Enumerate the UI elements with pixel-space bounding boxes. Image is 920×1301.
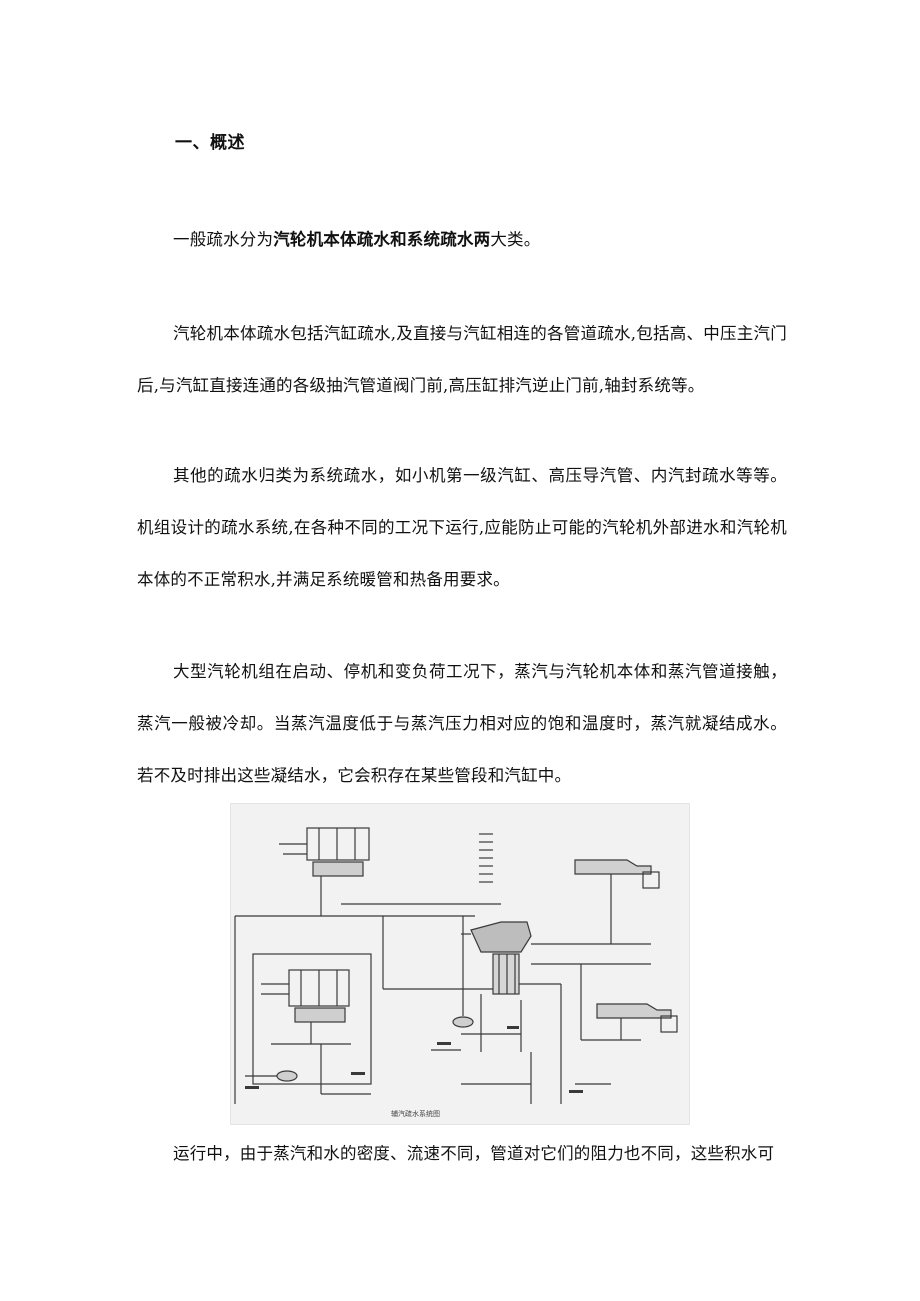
upper-left-unit-frame <box>306 827 370 861</box>
upper-left-unit-body <box>312 861 364 877</box>
lower-left-frame <box>252 953 372 1085</box>
drain-system-diagram: 辅汽疏水系统图 <box>230 803 690 1125</box>
mid-right-unit <box>596 1003 672 1019</box>
diagram-caption: 辅汽疏水系统图 <box>391 1109 440 1118</box>
paragraph-1-start: 一般疏水分为 <box>173 230 274 249</box>
paragraph-1: 一般疏水分为汽轮机本体疏水和系统疏水两大类。 <box>137 214 787 266</box>
paragraph-1-emphasis: 汽轮机本体疏水和系统疏水两 <box>273 230 491 249</box>
paragraph-4: 大型汽轮机组在启动、停机和变负荷工况下，蒸汽与汽轮机本体和蒸汽管道接触，蒸汽一般… <box>137 662 787 785</box>
paragraph-1-end: 大类。 <box>490 230 541 249</box>
paragraph-3: 其他的疏水归类为系统疏水，如小机第一级汽缸、高压导汽管、内汽封疏水等等。机组设计… <box>137 466 787 589</box>
turbine-body <box>470 921 532 953</box>
section-heading: 一、概述 <box>175 133 245 153</box>
paragraph-5: 运行中，由于蒸汽和水的密度、流速不同，管道对它们的阻力也不同，这些积水可 <box>173 1144 775 1163</box>
upper-right-unit <box>574 859 652 875</box>
paragraph-2: 汽轮机本体疏水包括汽缸疏水,及直接与汽缸相连的各管道疏水,包括高、中压主汽门后,… <box>137 324 787 395</box>
diagram-drawing: 辅汽疏水系统图 <box>234 827 678 1118</box>
lower-left-unit-body <box>294 1007 346 1023</box>
